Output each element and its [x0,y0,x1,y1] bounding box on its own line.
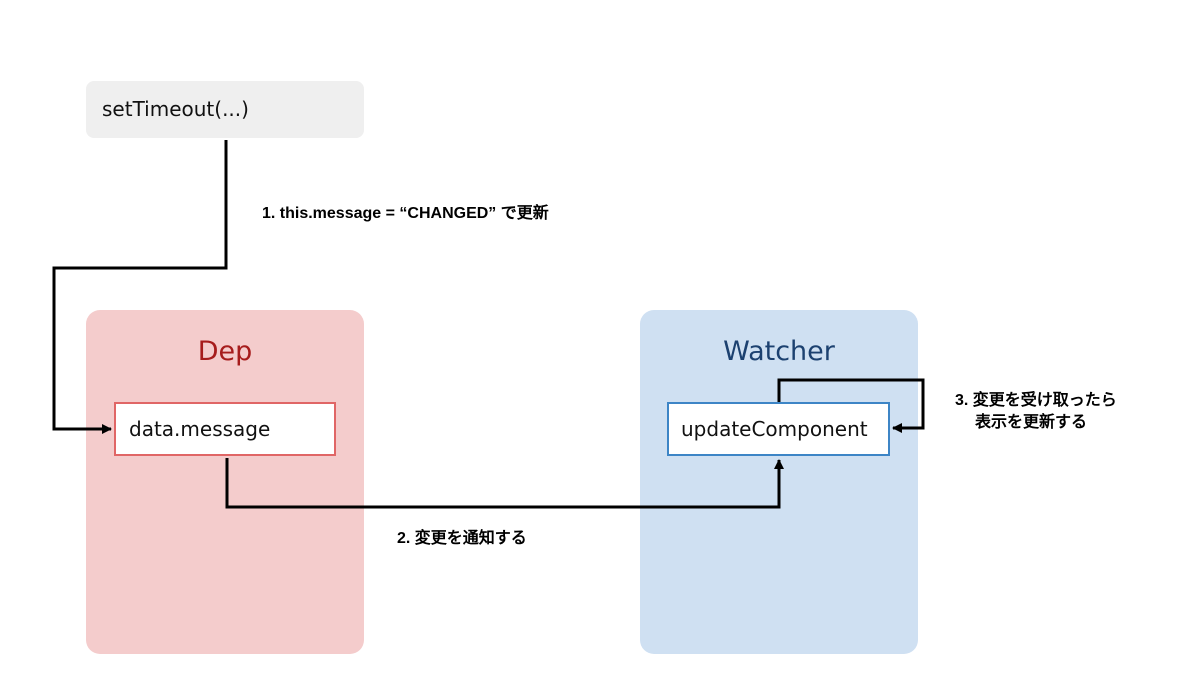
watcher-title: Watcher [723,336,835,367]
update-component-label: updateComponent [681,417,868,441]
edge-self-loop-label-line1: 3. 変更を受け取ったら [955,392,1117,409]
edge-self-loop-line [777,378,925,433]
settimeout-node: setTimeout(...) [86,81,364,138]
edge-update-label: 1. this.message = “CHANGED” で更新 [262,205,549,222]
edge-self-loop-label: 3. 変更を受け取ったら 表示を更新する [955,390,1117,434]
edge-notify-label: 2. 変更を通知する [397,530,527,547]
edge-update-line [52,140,228,434]
edge-self-loop-label-line2: 表示を更新する [975,414,1088,431]
dep-title: Dep [197,336,253,367]
data-message-label: data.message [129,417,271,441]
update-component-box: updateComponent [667,402,890,456]
dep-group: Dep [86,310,364,654]
settimeout-label: setTimeout(...) [102,97,249,121]
data-message-box: data.message [114,402,336,456]
edge-notify-line [225,458,784,509]
